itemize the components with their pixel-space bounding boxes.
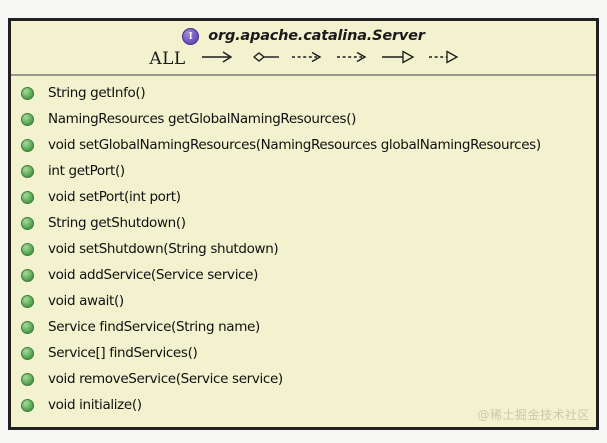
public-member-icon [21, 190, 34, 204]
member-row[interactable]: void setGlobalNamingResources(NamingReso… [11, 132, 596, 158]
aggregation-diamond-icon[interactable] [246, 49, 280, 70]
public-member-icon [21, 242, 34, 256]
member-row[interactable]: int getPort() [11, 158, 596, 184]
member-row[interactable]: void removeService(Service service) [11, 366, 596, 392]
public-member-icon [21, 398, 34, 412]
public-member-icon [21, 86, 34, 100]
member-signature: String getInfo() [48, 85, 146, 101]
member-signature: Service findService(String name) [48, 319, 260, 335]
public-member-icon [21, 294, 34, 308]
member-signature: Service[] findServices() [48, 345, 198, 361]
member-row[interactable]: void await() [11, 288, 596, 314]
member-row[interactable]: NamingResources getGlobalNamingResources… [11, 106, 596, 132]
realization-arrow-icon[interactable] [428, 49, 462, 70]
member-row[interactable]: void setPort(int port) [11, 184, 596, 210]
member-signature: void initialize() [48, 397, 142, 413]
member-row[interactable]: String getShutdown() [11, 210, 596, 236]
public-member-icon [21, 112, 34, 126]
relations-row: ALL [11, 47, 596, 71]
member-row[interactable]: void initialize() [11, 392, 596, 418]
member-signature: void await() [48, 293, 124, 309]
uml-members-compartment: String getInfo() NamingResources getGlob… [11, 76, 596, 427]
dependency-arrow-2-icon[interactable] [336, 49, 370, 70]
interface-icon: I [182, 27, 200, 45]
member-signature: void setShutdown(String shutdown) [48, 241, 279, 257]
member-signature: String getShutdown() [48, 215, 186, 231]
uml-class-box[interactable]: I org.apache.catalina.Server ALL [8, 18, 599, 430]
member-signature: void addService(Service service) [48, 267, 259, 283]
public-member-icon [21, 372, 34, 386]
member-signature: void removeService(Service service) [48, 371, 283, 387]
member-row[interactable]: void setShutdown(String shutdown) [11, 236, 596, 262]
member-row[interactable]: Service[] findServices() [11, 340, 596, 366]
public-member-icon [21, 346, 34, 360]
member-signature: int getPort() [48, 163, 125, 179]
member-row[interactable]: String getInfo() [11, 80, 596, 106]
public-member-icon [21, 216, 34, 230]
public-member-icon [21, 268, 34, 282]
uml-header-compartment: I org.apache.catalina.Server ALL [11, 21, 596, 76]
public-member-icon [21, 164, 34, 178]
class-name-label: org.apache.catalina.Server [208, 28, 425, 44]
relations-all-label: ALL [149, 49, 186, 69]
dependency-arrow-1-icon[interactable] [291, 49, 325, 70]
member-row[interactable]: void addService(Service service) [11, 262, 596, 288]
public-member-icon [21, 138, 34, 152]
class-title-row: I org.apache.catalina.Server [11, 25, 596, 47]
public-member-icon [21, 320, 34, 334]
generalization-arrow-icon[interactable] [381, 49, 417, 70]
member-signature: NamingResources getGlobalNamingResources… [48, 111, 357, 127]
member-signature: void setGlobalNamingResources(NamingReso… [48, 137, 541, 153]
member-row[interactable]: Service findService(String name) [11, 314, 596, 340]
member-signature: void setPort(int port) [48, 189, 181, 205]
association-arrow-icon[interactable] [201, 49, 235, 70]
